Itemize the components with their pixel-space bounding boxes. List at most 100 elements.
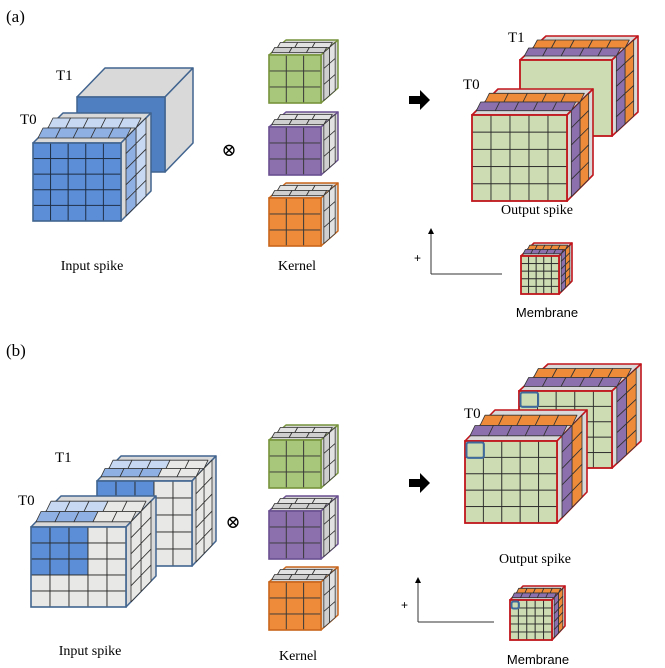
grid-cell — [271, 503, 293, 509]
panel-a-output-t1-label: T1 — [508, 30, 525, 46]
kernel-green — [268, 39, 339, 104]
panel-b-input-caption: Input spike — [59, 644, 122, 659]
grid-cell — [153, 531, 174, 550]
grid-cell — [87, 590, 108, 608]
grid-cell — [285, 613, 305, 631]
output-front-grid — [509, 599, 553, 641]
grid-cell — [288, 47, 310, 53]
layer-top-strip — [277, 427, 333, 433]
grid-cell — [509, 166, 530, 185]
kernel-green — [268, 424, 339, 489]
grid-cell — [597, 377, 623, 387]
kernel-front-border — [268, 510, 322, 560]
grid-cell — [125, 189, 137, 217]
panel-a-kernel — [268, 39, 339, 247]
layer-side-strip — [626, 368, 637, 455]
grid-cell — [550, 285, 560, 295]
grid-cell — [303, 613, 322, 631]
grid-cell — [509, 183, 530, 202]
grid-cell — [550, 270, 560, 280]
layer-side-strip — [329, 114, 336, 168]
grid-cell — [285, 70, 305, 88]
panel-b-kernel-caption: Kernel — [279, 649, 317, 664]
panel-a-label: (a) — [6, 7, 25, 26]
panel-a-convolution-operator: ⊗ — [221, 140, 236, 160]
grid-cell — [102, 189, 122, 206]
layer-side-strip — [561, 425, 573, 519]
kernel-front-grid — [268, 197, 322, 247]
grid-cell — [153, 497, 174, 516]
grid-cell — [547, 183, 568, 202]
grid-cell — [87, 558, 108, 576]
grid-cell — [543, 599, 553, 609]
panel-b-convolution-operator: ⊗ — [225, 512, 240, 532]
grid-cell — [528, 148, 549, 168]
grid-cell — [526, 631, 536, 641]
grid-cell — [535, 255, 545, 265]
panel-b-membrane-plus: + — [401, 598, 408, 612]
grid-cell — [520, 270, 530, 280]
grid-cell — [303, 597, 322, 615]
membrane-volume — [509, 585, 566, 641]
grid-cell — [501, 489, 521, 508]
grid-cell — [526, 623, 536, 633]
grid-cell — [268, 597, 287, 615]
grid-cell — [550, 278, 560, 287]
layer-top-strip — [271, 190, 328, 196]
highlighted-cell — [510, 600, 520, 610]
layer-side-strip — [140, 500, 152, 592]
layer-top-strip — [527, 244, 569, 250]
grid-cell — [509, 631, 519, 641]
layer-top-strip — [271, 574, 328, 580]
grid-cell — [172, 514, 193, 533]
grid-cell — [50, 204, 69, 222]
grid-cell — [49, 574, 70, 592]
grid-cell — [49, 526, 70, 544]
grid-cell — [471, 114, 492, 133]
layer-side-strip — [130, 511, 142, 603]
grid-cell — [615, 108, 626, 133]
layer-side-strip — [323, 47, 330, 101]
grid-cell — [85, 158, 104, 175]
grid-cell — [528, 183, 549, 202]
layer-side-strip — [323, 190, 330, 244]
grid-cell — [294, 185, 316, 191]
grid-cell — [268, 86, 287, 104]
grid-cell — [285, 510, 305, 528]
grid-cell — [471, 131, 492, 150]
grid-cell — [268, 455, 287, 473]
grid-cell — [509, 114, 530, 133]
panel-a-output-t0-label: T0 — [463, 77, 480, 93]
grid-cell — [87, 574, 108, 592]
layer-top-strip — [277, 42, 333, 48]
grid-cell — [616, 438, 627, 464]
layer-top-strip — [271, 47, 328, 53]
grid-cell — [303, 581, 322, 599]
t0-output — [464, 409, 588, 524]
kernel-front-border — [268, 126, 322, 176]
panel-a-input-caption: Input spike — [61, 259, 124, 274]
grid-cell — [303, 542, 322, 560]
grid-cell — [311, 498, 333, 504]
kernel-front-grid — [268, 54, 322, 104]
grid-cell — [85, 173, 104, 191]
grid-cell — [277, 427, 299, 433]
grid-cell — [519, 456, 540, 475]
layer-side-strip — [135, 117, 147, 207]
grid-cell — [30, 590, 51, 608]
grid-cell — [49, 542, 70, 560]
grid-cell — [172, 548, 193, 567]
grid-cell — [285, 197, 305, 215]
grid-cell — [464, 506, 484, 524]
layer-top-strip — [108, 459, 209, 469]
right-arrow-icon — [409, 90, 430, 110]
grid-cell — [50, 173, 69, 191]
grid-cell — [268, 158, 287, 176]
layer-top-strip — [516, 587, 562, 594]
panel-a-membrane-plus: + — [414, 251, 421, 265]
grid-cell — [294, 498, 316, 504]
grid-cell — [592, 390, 613, 407]
t0-front-grid — [30, 526, 127, 608]
grid-cell — [303, 471, 322, 489]
grid-cell — [268, 526, 287, 544]
